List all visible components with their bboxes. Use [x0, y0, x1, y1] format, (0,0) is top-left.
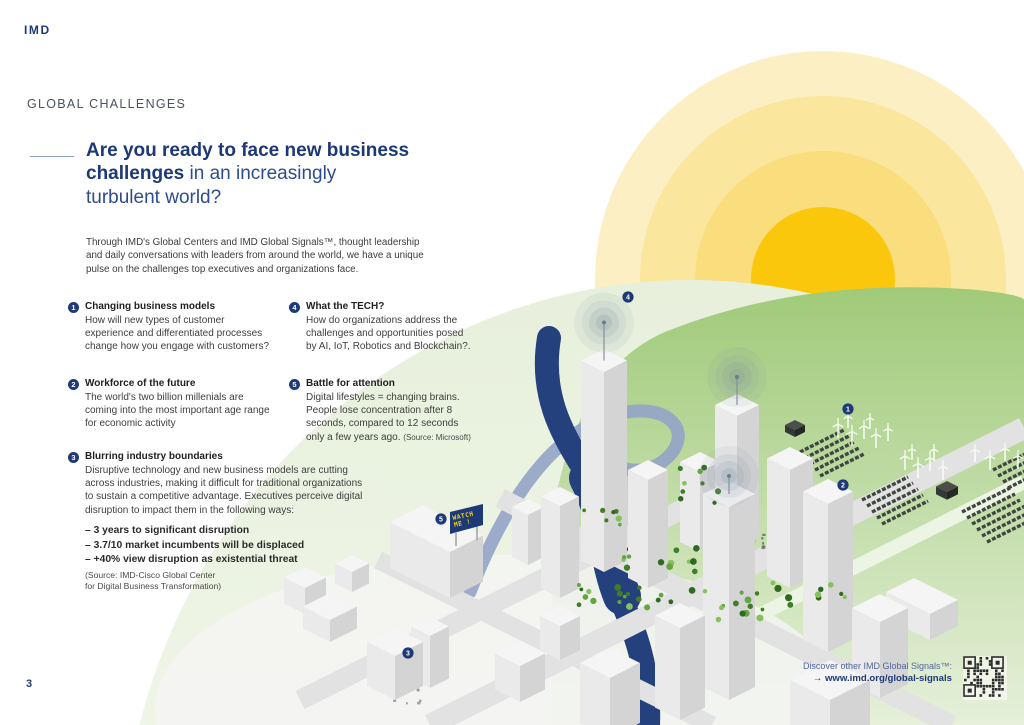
- intro-paragraph: Through IMD's Global Centers and IMD Glo…: [86, 237, 424, 275]
- disruption-source: (Source: IMD-Cisco Global Center for Dig…: [85, 570, 222, 592]
- page-title-light: in an increasingly turbulent world?: [86, 163, 337, 208]
- imd-logo: IMD: [24, 23, 51, 37]
- dark-cube: [785, 420, 958, 500]
- page-title-bold: Are you ready to face new business chall…: [86, 140, 410, 185]
- page-number: 3: [26, 678, 33, 690]
- trees: [576, 464, 847, 623]
- svg-text:5: 5: [439, 516, 443, 523]
- challenge-item-1: 1 Changing business models How will new …: [68, 301, 300, 354]
- microsoft-source: (Source: Microsoft): [403, 432, 471, 442]
- signal-ripples: [574, 292, 767, 506]
- buildings: [284, 349, 958, 725]
- solar-panels-icon: [799, 428, 1024, 544]
- challenge-item-5: 5 Battle for attention Digital lifestyle…: [289, 378, 501, 444]
- svg-text:1: 1: [846, 406, 850, 413]
- page-title: Are you ready to face new business chall…: [86, 139, 412, 209]
- svg-text:3: 3: [406, 650, 410, 657]
- discover-label: Discover other IMD Global Signals™:: [802, 661, 952, 671]
- disruption-stats: – 3 years to significant disruption – 3.…: [85, 525, 305, 566]
- illustration-markers: 1 2 3 4 5: [402, 291, 854, 659]
- challenge-item-4: 4 What the TECH? How do organizations ad…: [289, 301, 501, 354]
- global-signals-link[interactable]: → www.imd.org/global-signals: [812, 673, 952, 684]
- svg-text:ME !: ME !: [453, 518, 471, 528]
- challenge-body: Disruptive technology and new business m…: [85, 465, 363, 516]
- number-badge-3: 3: [68, 452, 79, 463]
- challenge-title: Blurring industry boundaries: [85, 451, 223, 462]
- challenge-body: Digital lifestyles = changing brains. Pe…: [306, 392, 471, 443]
- challenge-title: Changing business models: [85, 301, 216, 312]
- challenge-item-3: 3 Blurring industry boundaries Disruptiv…: [68, 451, 415, 517]
- qr-code-icon: [963, 656, 1007, 700]
- challenge-title: Workforce of the future: [85, 378, 196, 389]
- svg-text:2: 2: [841, 482, 845, 489]
- challenge-title: What the TECH?: [306, 301, 385, 312]
- challenge-body: How will new types of customer experienc…: [85, 315, 270, 353]
- svg-text:4: 4: [626, 294, 630, 301]
- challenge-item-2: 2 Workforce of the future The world's tw…: [68, 378, 310, 431]
- discover-block: Discover other IMD Global Signals™: → ww…: [700, 661, 952, 684]
- number-badge-4: 4: [289, 302, 300, 313]
- title-rule: [30, 156, 74, 157]
- number-badge-5: 5: [289, 379, 300, 390]
- number-badge-2: 2: [68, 379, 79, 390]
- section-eyebrow: GLOBAL CHALLENGES: [27, 97, 187, 111]
- challenge-body: How do organizations address the challen…: [306, 315, 471, 353]
- challenge-title: Battle for attention: [306, 378, 395, 389]
- number-badge-1: 1: [68, 302, 79, 313]
- svg-text:WATCH: WATCH: [452, 511, 474, 522]
- challenge-body: The world's two billion millenials are c…: [85, 392, 270, 430]
